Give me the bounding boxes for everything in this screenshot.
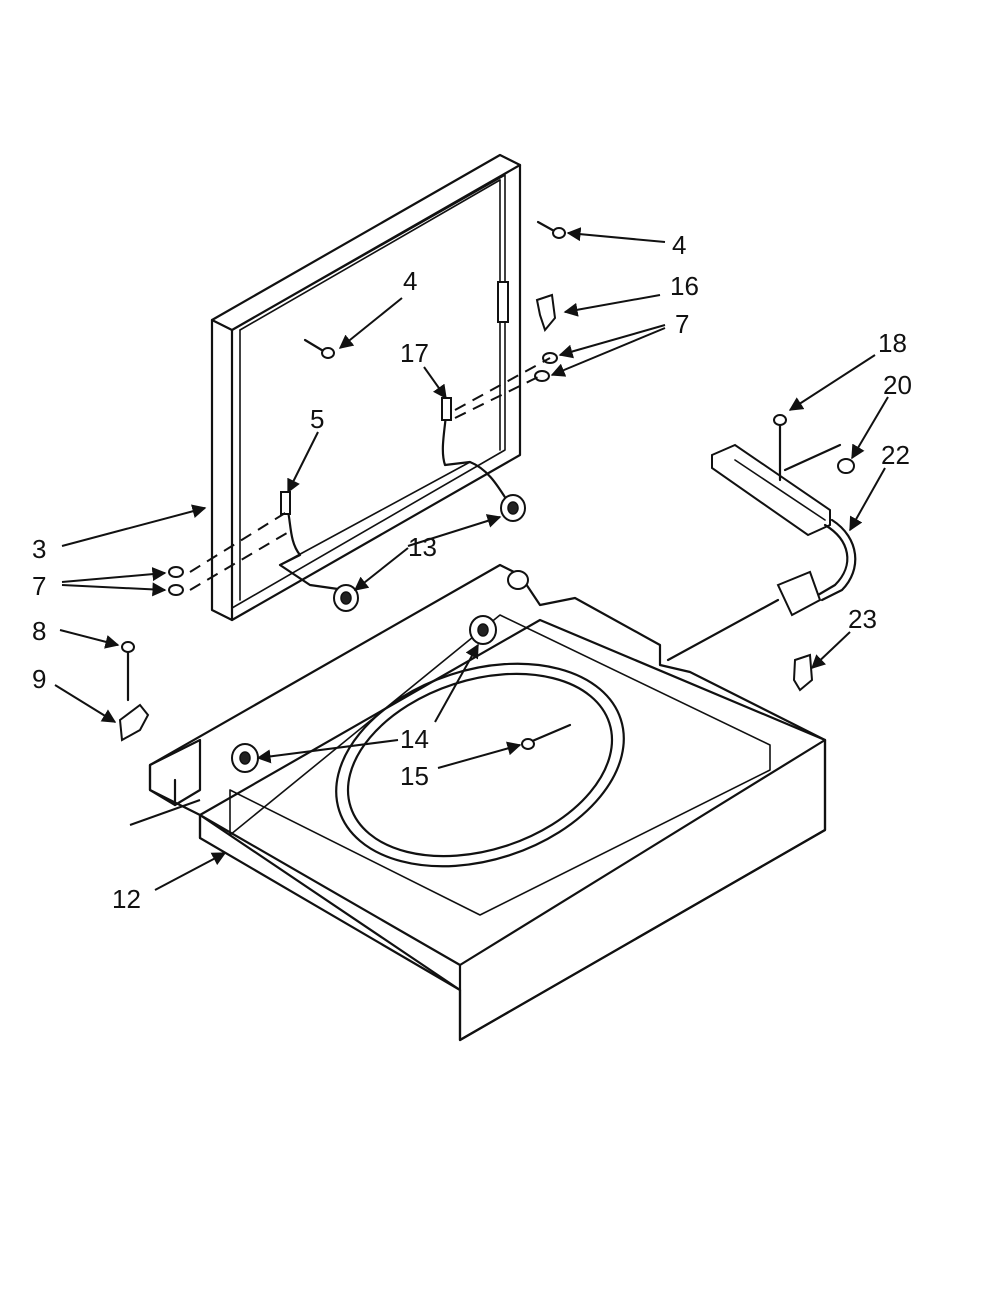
harness-clip bbox=[792, 653, 814, 692]
callout-14: 14 bbox=[400, 724, 429, 754]
hinge-screw bbox=[121, 641, 135, 702]
small-screw bbox=[168, 352, 558, 596]
callout-18: 18 bbox=[878, 328, 907, 358]
lid-screw bbox=[303, 220, 566, 359]
callout-4-left: 4 bbox=[403, 266, 417, 296]
callout-16: 16 bbox=[670, 271, 699, 301]
callout-17: 17 bbox=[400, 338, 429, 368]
callout-15: 15 bbox=[400, 761, 429, 791]
tub-ring bbox=[335, 662, 625, 868]
callout-20: 20 bbox=[883, 370, 912, 400]
callout-7-left: 7 bbox=[32, 571, 46, 601]
callout-4-top-right: 4 bbox=[672, 230, 686, 260]
lid-bumper bbox=[333, 494, 526, 612]
callout-22: 22 bbox=[881, 440, 910, 470]
callout-12: 12 bbox=[112, 884, 141, 914]
callout-13: 13 bbox=[408, 532, 437, 562]
callout-9: 9 bbox=[32, 664, 46, 694]
callout-7-top: 7 bbox=[675, 309, 689, 339]
lid-strike bbox=[535, 293, 557, 333]
top-panel bbox=[148, 563, 827, 1042]
panel-bumper bbox=[231, 615, 497, 773]
callout-3: 3 bbox=[32, 534, 46, 564]
callout-8: 8 bbox=[32, 616, 46, 646]
leader-lines bbox=[54, 227, 889, 891]
lid-switch-assembly bbox=[666, 414, 857, 662]
hinge-bracket bbox=[118, 703, 150, 742]
lid-frame bbox=[210, 153, 522, 622]
panel-screw bbox=[521, 723, 572, 750]
callout-5: 5 bbox=[310, 404, 324, 434]
callout-23: 23 bbox=[848, 604, 877, 634]
